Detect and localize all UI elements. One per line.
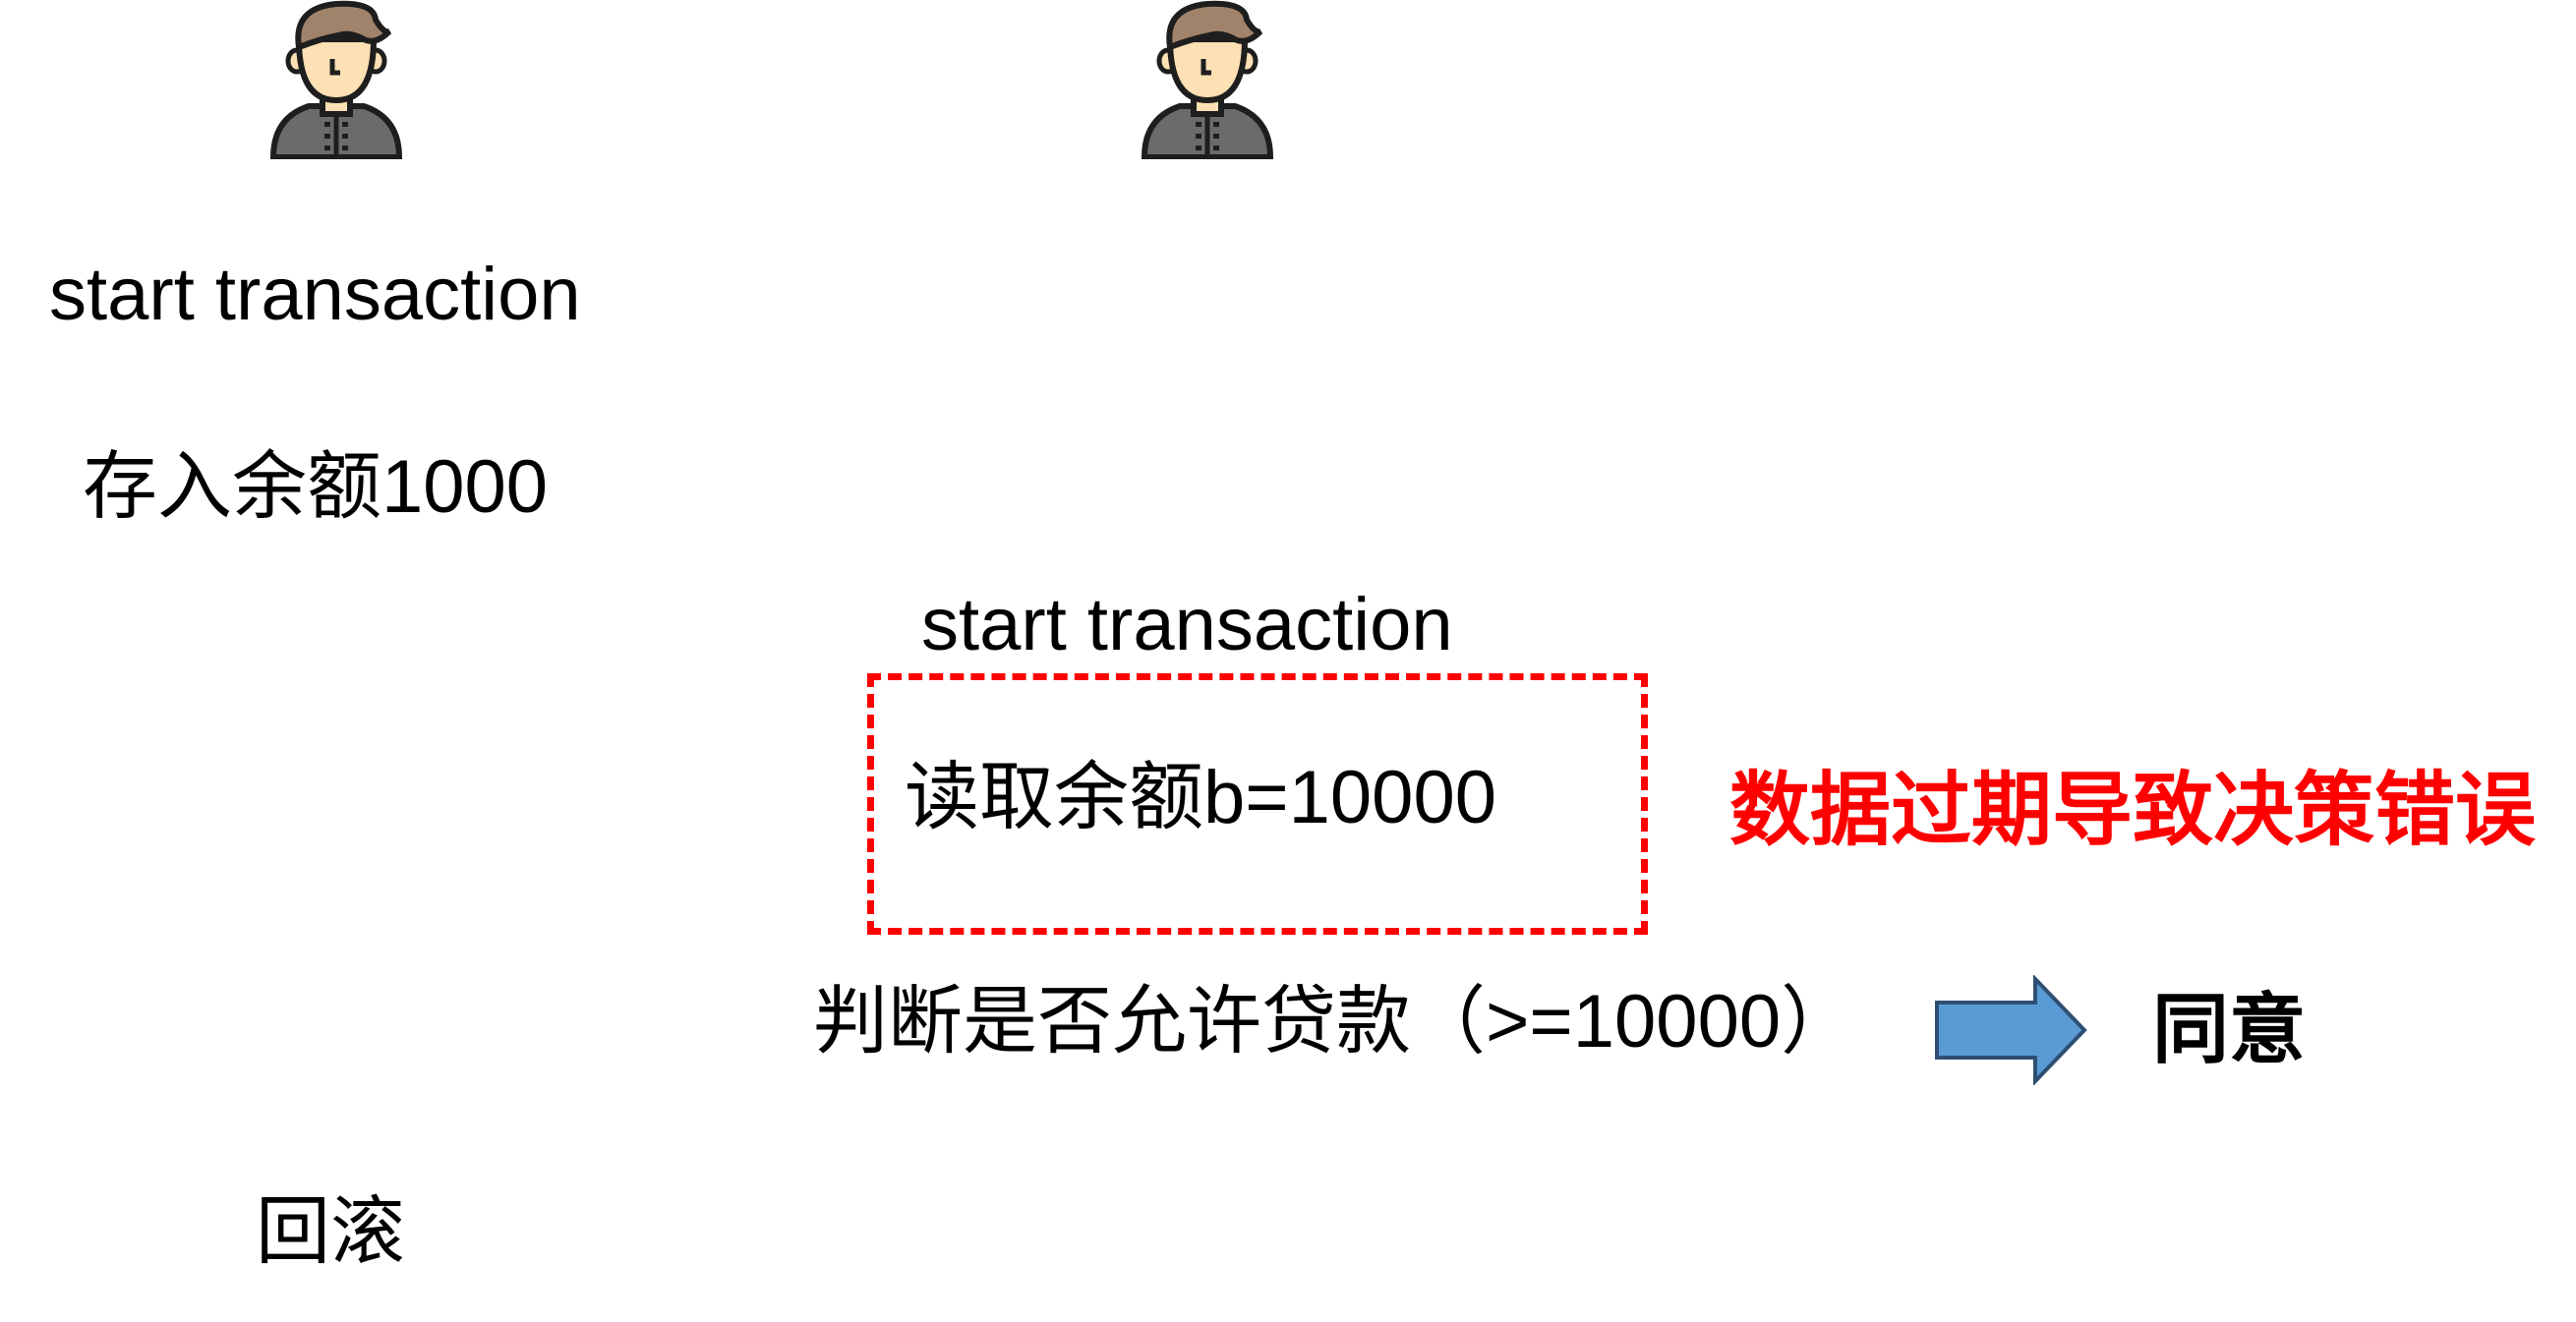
left-deposit: 存入余额1000 xyxy=(83,445,549,529)
person-avatar-icon xyxy=(1141,0,1274,159)
right-loan-check: 判断是否允许贷款（>=10000） xyxy=(813,980,1856,1063)
right-start-transaction: start transaction xyxy=(921,583,1453,666)
right-arrow-icon xyxy=(1935,975,2087,1085)
right-read-balance: 读取余额b=10000 xyxy=(905,756,1496,839)
left-start-transaction: start transaction xyxy=(49,253,581,336)
stale-data-annotation: 数据过期导致决策错误 xyxy=(1729,766,2537,855)
highlight-dashed-box xyxy=(867,673,1648,935)
person-avatar-icon xyxy=(269,0,403,159)
left-rollback: 回滚 xyxy=(256,1190,405,1274)
right-result-approve: 同意 xyxy=(2152,986,2307,1072)
